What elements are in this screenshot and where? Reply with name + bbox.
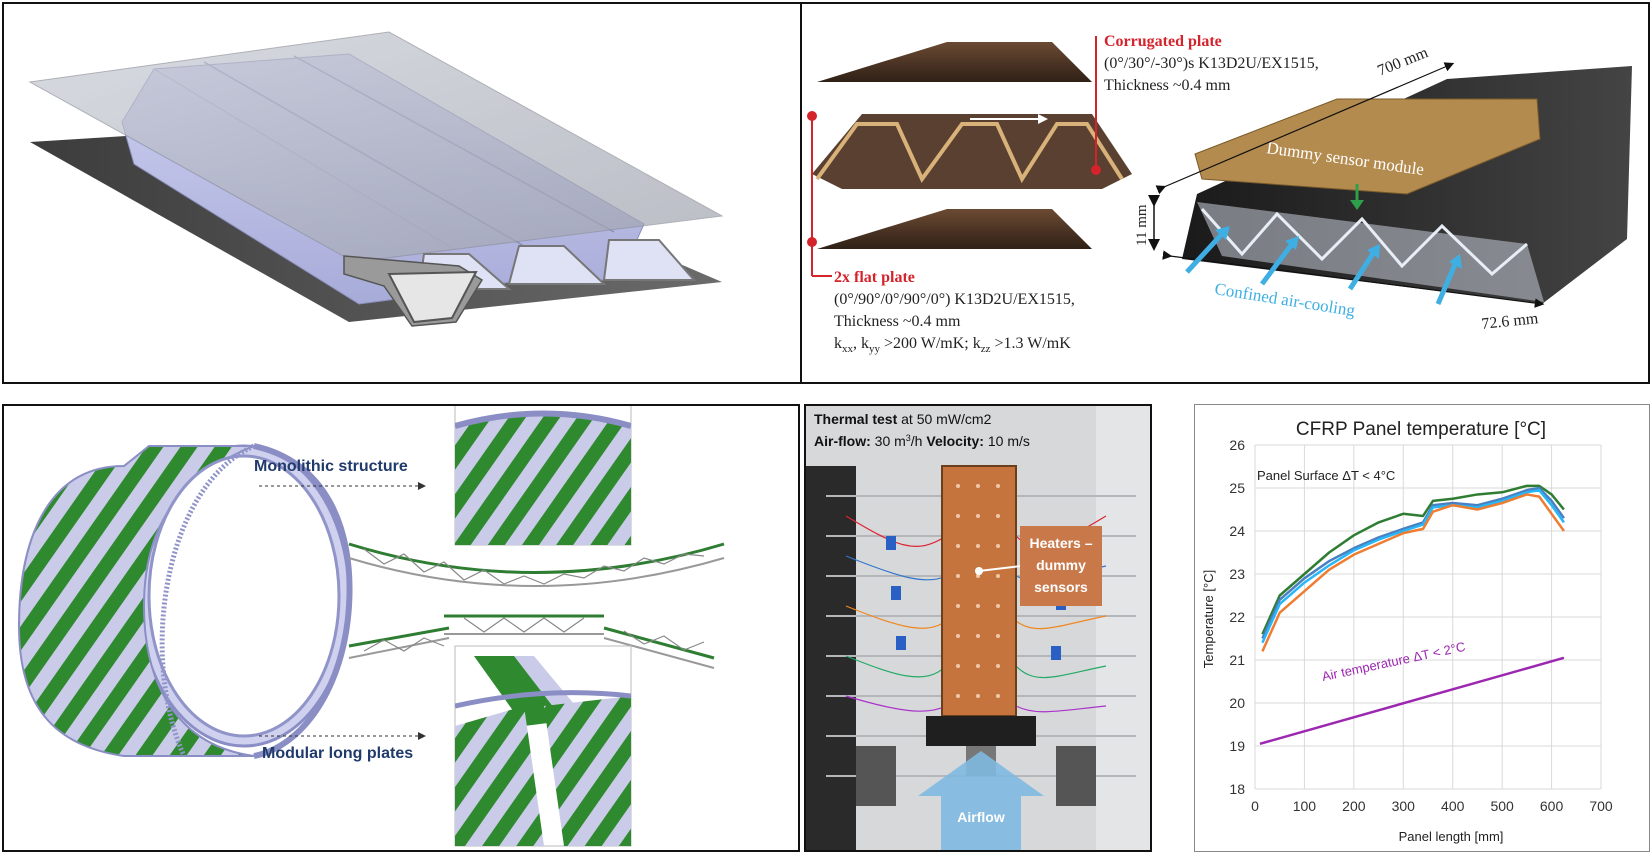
cad-render-panel xyxy=(2,2,802,384)
flat-thickness: Thickness ~0.4 mm xyxy=(834,313,961,330)
y-tick-label: 23 xyxy=(1229,566,1245,582)
annotation-air-temperature: Air temperature ΔT < 2°C xyxy=(1321,639,1467,684)
cylinder-illustration: Monolithic structure Modular long plates xyxy=(17,406,725,847)
flat-title: 2x flat plate xyxy=(834,269,915,286)
corrugated-thickness: Thickness ~0.4 mm xyxy=(1104,77,1231,94)
cylinder-opening xyxy=(147,454,341,738)
angle-label: 90 ° xyxy=(970,101,996,118)
series-line-3 xyxy=(1261,493,1565,652)
y-tick-label: 20 xyxy=(1229,695,1245,711)
heaters-line1: Heaters – xyxy=(1029,535,1092,551)
plates-illustration: 90 ° Corrugated plate (0°/30°/-30°)s K13… xyxy=(807,33,1632,355)
chart-series xyxy=(1259,484,1565,746)
y-tick-label: 21 xyxy=(1229,652,1245,668)
y-axis-label: Temperature [°C] xyxy=(1201,570,1216,668)
width-label: 72.6 mm xyxy=(1481,310,1540,333)
cylinder-structure-panel: Monolithic structure Modular long plates xyxy=(2,404,800,852)
y-tick-label: 19 xyxy=(1229,738,1245,754)
y-tick-label: 22 xyxy=(1229,609,1245,625)
temperature-chart-panel: CFRP Panel temperature [°C] 18 19 20 21 22 23… xyxy=(1194,404,1650,852)
x-axis-label: Panel length [mm] xyxy=(1399,829,1504,844)
chart-title: CFRP Panel temperature [°C] xyxy=(1296,419,1546,440)
plates-photo-panel: 90 ° Corrugated plate (0°/30°/-30°)s K13… xyxy=(800,2,1650,384)
corrugated-panel-render xyxy=(28,31,724,327)
series-line-2 xyxy=(1261,488,1565,644)
series-line-0 xyxy=(1261,484,1565,635)
length-label: 700 mm xyxy=(1375,44,1431,80)
airflow-arrow xyxy=(918,751,1044,850)
x-tick-label: 500 xyxy=(1490,798,1514,814)
corrugated-title: Corrugated plate xyxy=(1104,33,1222,50)
y-tick-label: 24 xyxy=(1229,523,1245,539)
bottom-flat-plate-photo xyxy=(817,209,1092,249)
modular-label: Modular long plates xyxy=(262,745,413,762)
thermal-test-photo-panel: Airflow Heaters – dummy sensors Thermal … xyxy=(804,404,1152,852)
heaters-line3: sensors xyxy=(1034,579,1088,595)
x-tick-label: 600 xyxy=(1540,798,1564,814)
chart-ticks: 18 19 20 21 22 23 24 25 26 0 100 200 300 400 500 600 700 xyxy=(1229,437,1612,814)
heaters-callout xyxy=(1020,526,1102,606)
monolithic-label: Monolithic structure xyxy=(254,458,408,475)
x-tick-label: 700 xyxy=(1589,798,1613,814)
airflow-spec-line: Air-flow: 30 m3/h Velocity: 10 m/s xyxy=(814,433,1030,449)
airflow-label: Airflow xyxy=(957,809,1005,825)
cooling-label: Confined air-cooling xyxy=(1213,279,1356,320)
temperature-chart: CFRP Panel temperature [°C] 18 19 20 21 22 23… xyxy=(1201,419,1613,844)
height-label: 11 mm xyxy=(1134,204,1150,246)
y-tick-label: 26 xyxy=(1229,437,1245,453)
x-tick-label: 100 xyxy=(1293,798,1317,814)
conductivity-text: kxx, kyy >200 W/mK; kzz >1.3 W/mK xyxy=(834,335,1071,355)
top-plate xyxy=(28,31,724,263)
x-tick-label: 200 xyxy=(1342,798,1366,814)
corrugated-layup: (0°/30°/-30°)s K13D2U/EX1515, xyxy=(1104,55,1319,72)
flat-layup: (0°/90°/0°/90°/0°) K13D2U/EX1515, xyxy=(834,291,1075,308)
test-setup-photo: Airflow Heaters – dummy sensors Thermal … xyxy=(806,406,1150,850)
top-flat-plate-photo xyxy=(817,42,1092,82)
x-tick-label: 400 xyxy=(1441,798,1465,814)
thermal-test-line: Thermal test at 50 mW/cm2 xyxy=(814,411,992,427)
annotation-panel-surface: Panel Surface ΔT < 4°C xyxy=(1257,468,1395,483)
x-tick-label: 0 xyxy=(1251,798,1259,814)
heater-strip xyxy=(941,465,1017,717)
heaters-line2: dummy xyxy=(1036,557,1086,573)
series-line-4 xyxy=(1259,656,1565,746)
y-tick-label: 18 xyxy=(1229,781,1245,797)
x-tick-label: 300 xyxy=(1392,798,1416,814)
series-line-1 xyxy=(1261,486,1565,640)
y-tick-label: 25 xyxy=(1229,480,1245,496)
